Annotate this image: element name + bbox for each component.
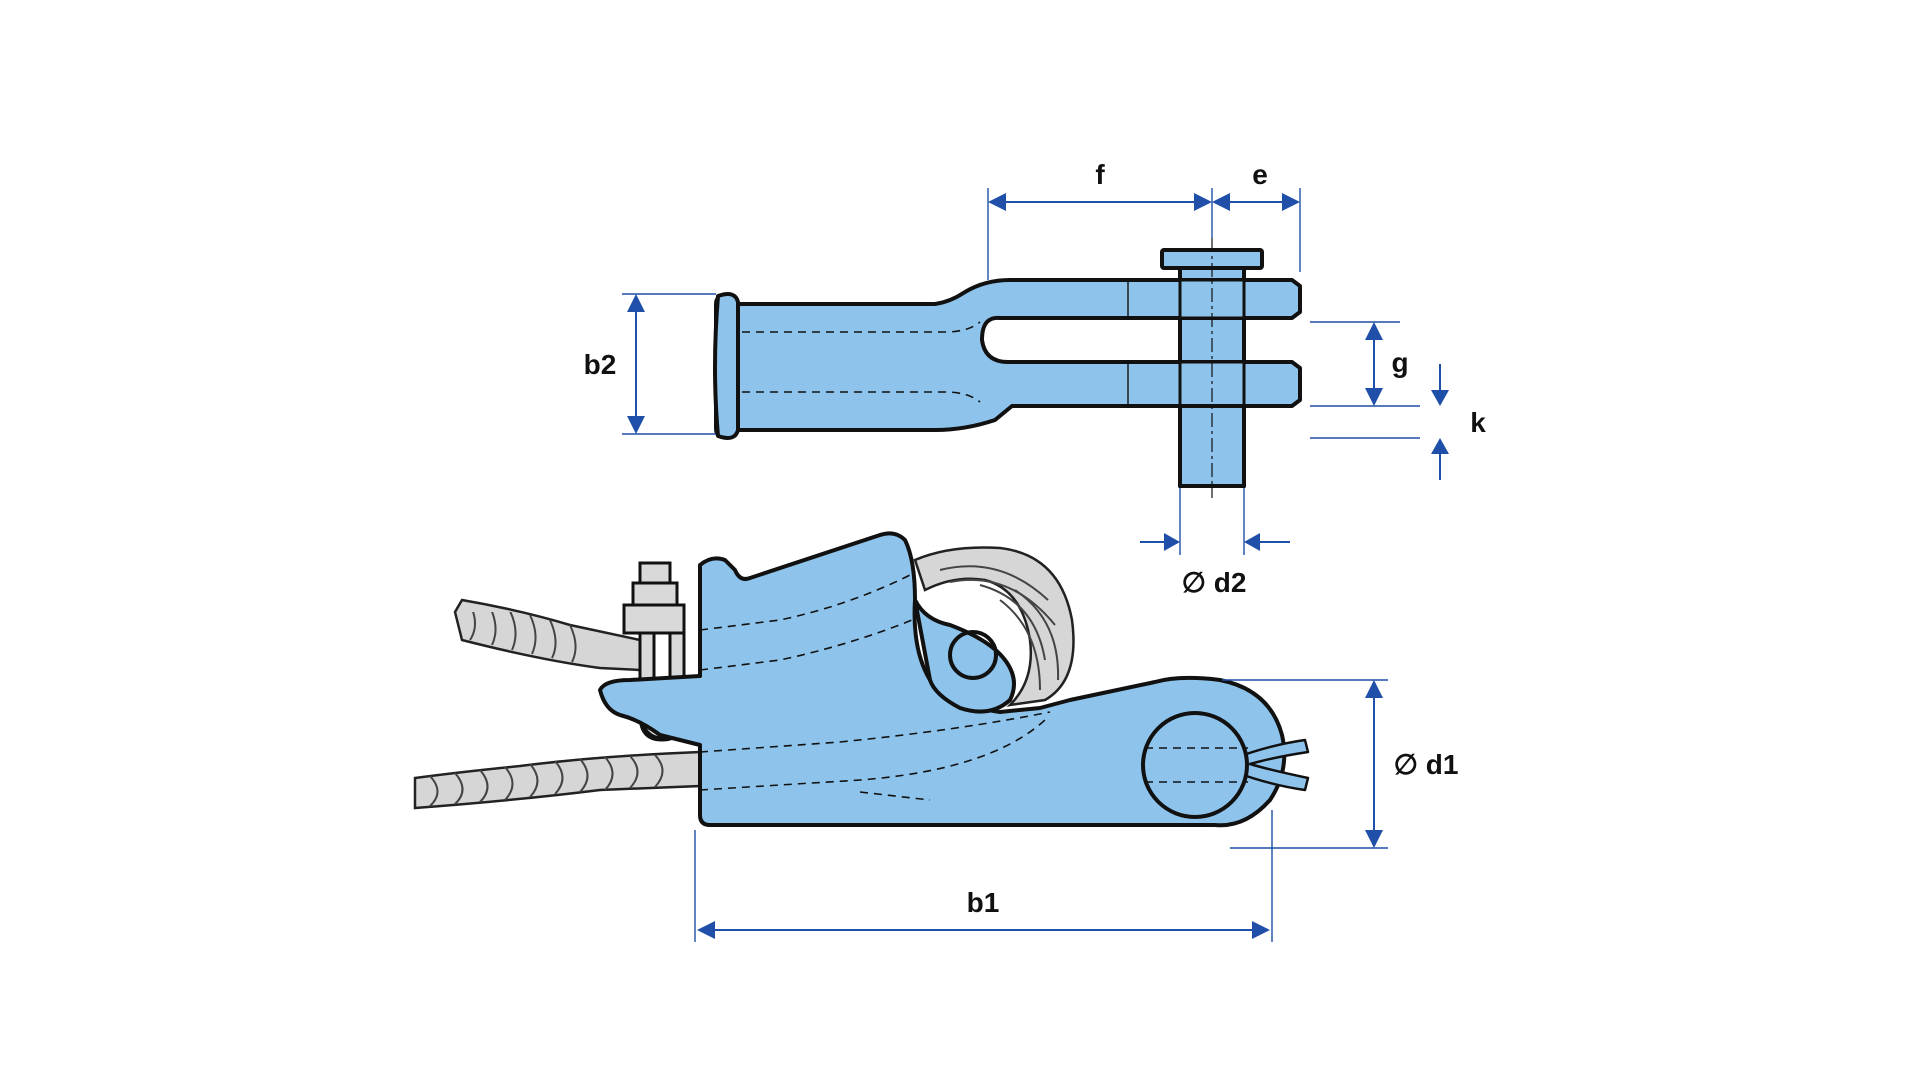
dim-label-k: k xyxy=(1470,407,1486,438)
socket-pin xyxy=(1141,711,1249,819)
cotter-pin xyxy=(1233,738,1310,792)
wedge-hole xyxy=(948,630,998,680)
rope-dead-end xyxy=(453,598,642,672)
dim-label-b2: b2 xyxy=(584,349,617,380)
dimension-e: e xyxy=(1212,159,1301,272)
dim-label-e: e xyxy=(1252,159,1268,190)
clevis-fork-part xyxy=(713,238,1302,498)
dimension-f: f xyxy=(987,159,1213,280)
wedge-socket-part xyxy=(413,531,1310,828)
dim-label-f: f xyxy=(1095,159,1105,190)
dimension-k: k xyxy=(1310,364,1486,480)
dimension-g: g xyxy=(1310,321,1420,407)
dim-label-b1: b1 xyxy=(967,887,1000,918)
dimension-b1: b1 xyxy=(694,810,1273,942)
dim-label-g: g xyxy=(1391,347,1408,378)
socket-body xyxy=(598,531,1287,828)
dim-label-d1: ∅ d1 xyxy=(1394,749,1459,780)
fork-flange xyxy=(713,292,740,440)
dimension-d1: ∅ d1 xyxy=(1222,679,1459,849)
socket-wedge-ear xyxy=(913,598,1016,714)
dim-label-d2: ∅ d2 xyxy=(1182,567,1247,598)
dimension-d2: ∅ d2 xyxy=(1140,488,1290,598)
dimension-b2: b2 xyxy=(584,293,716,435)
